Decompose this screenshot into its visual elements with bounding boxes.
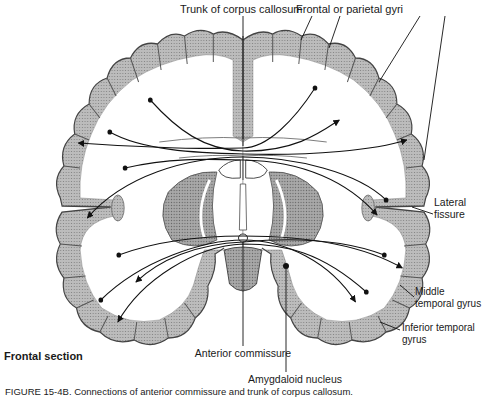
structure-label: Amygdaloid nucleus — [248, 373, 388, 385]
right-hemisphere — [243, 30, 430, 344]
structure-label: Frontal or parietal gyri — [296, 3, 456, 15]
anterior-commissure-oval — [239, 234, 248, 242]
structure-label: Inferior temporal gyrus — [402, 322, 486, 346]
section-label: Frontal section — [4, 350, 134, 362]
left-hemisphere — [56, 30, 243, 344]
structure-label: Anterior commissure — [193, 347, 293, 359]
figure-caption: FIGURE 15-4B. Connections of anterior co… — [5, 386, 353, 398]
structure-label: Lateral fissure — [434, 196, 484, 220]
structure-label: Middle temporal gyrus — [415, 286, 485, 310]
amygdala-dot — [283, 263, 289, 269]
leader-lines — [243, 16, 445, 372]
third-ventricle — [239, 184, 246, 230]
commissural-fibers — [78, 88, 407, 322]
